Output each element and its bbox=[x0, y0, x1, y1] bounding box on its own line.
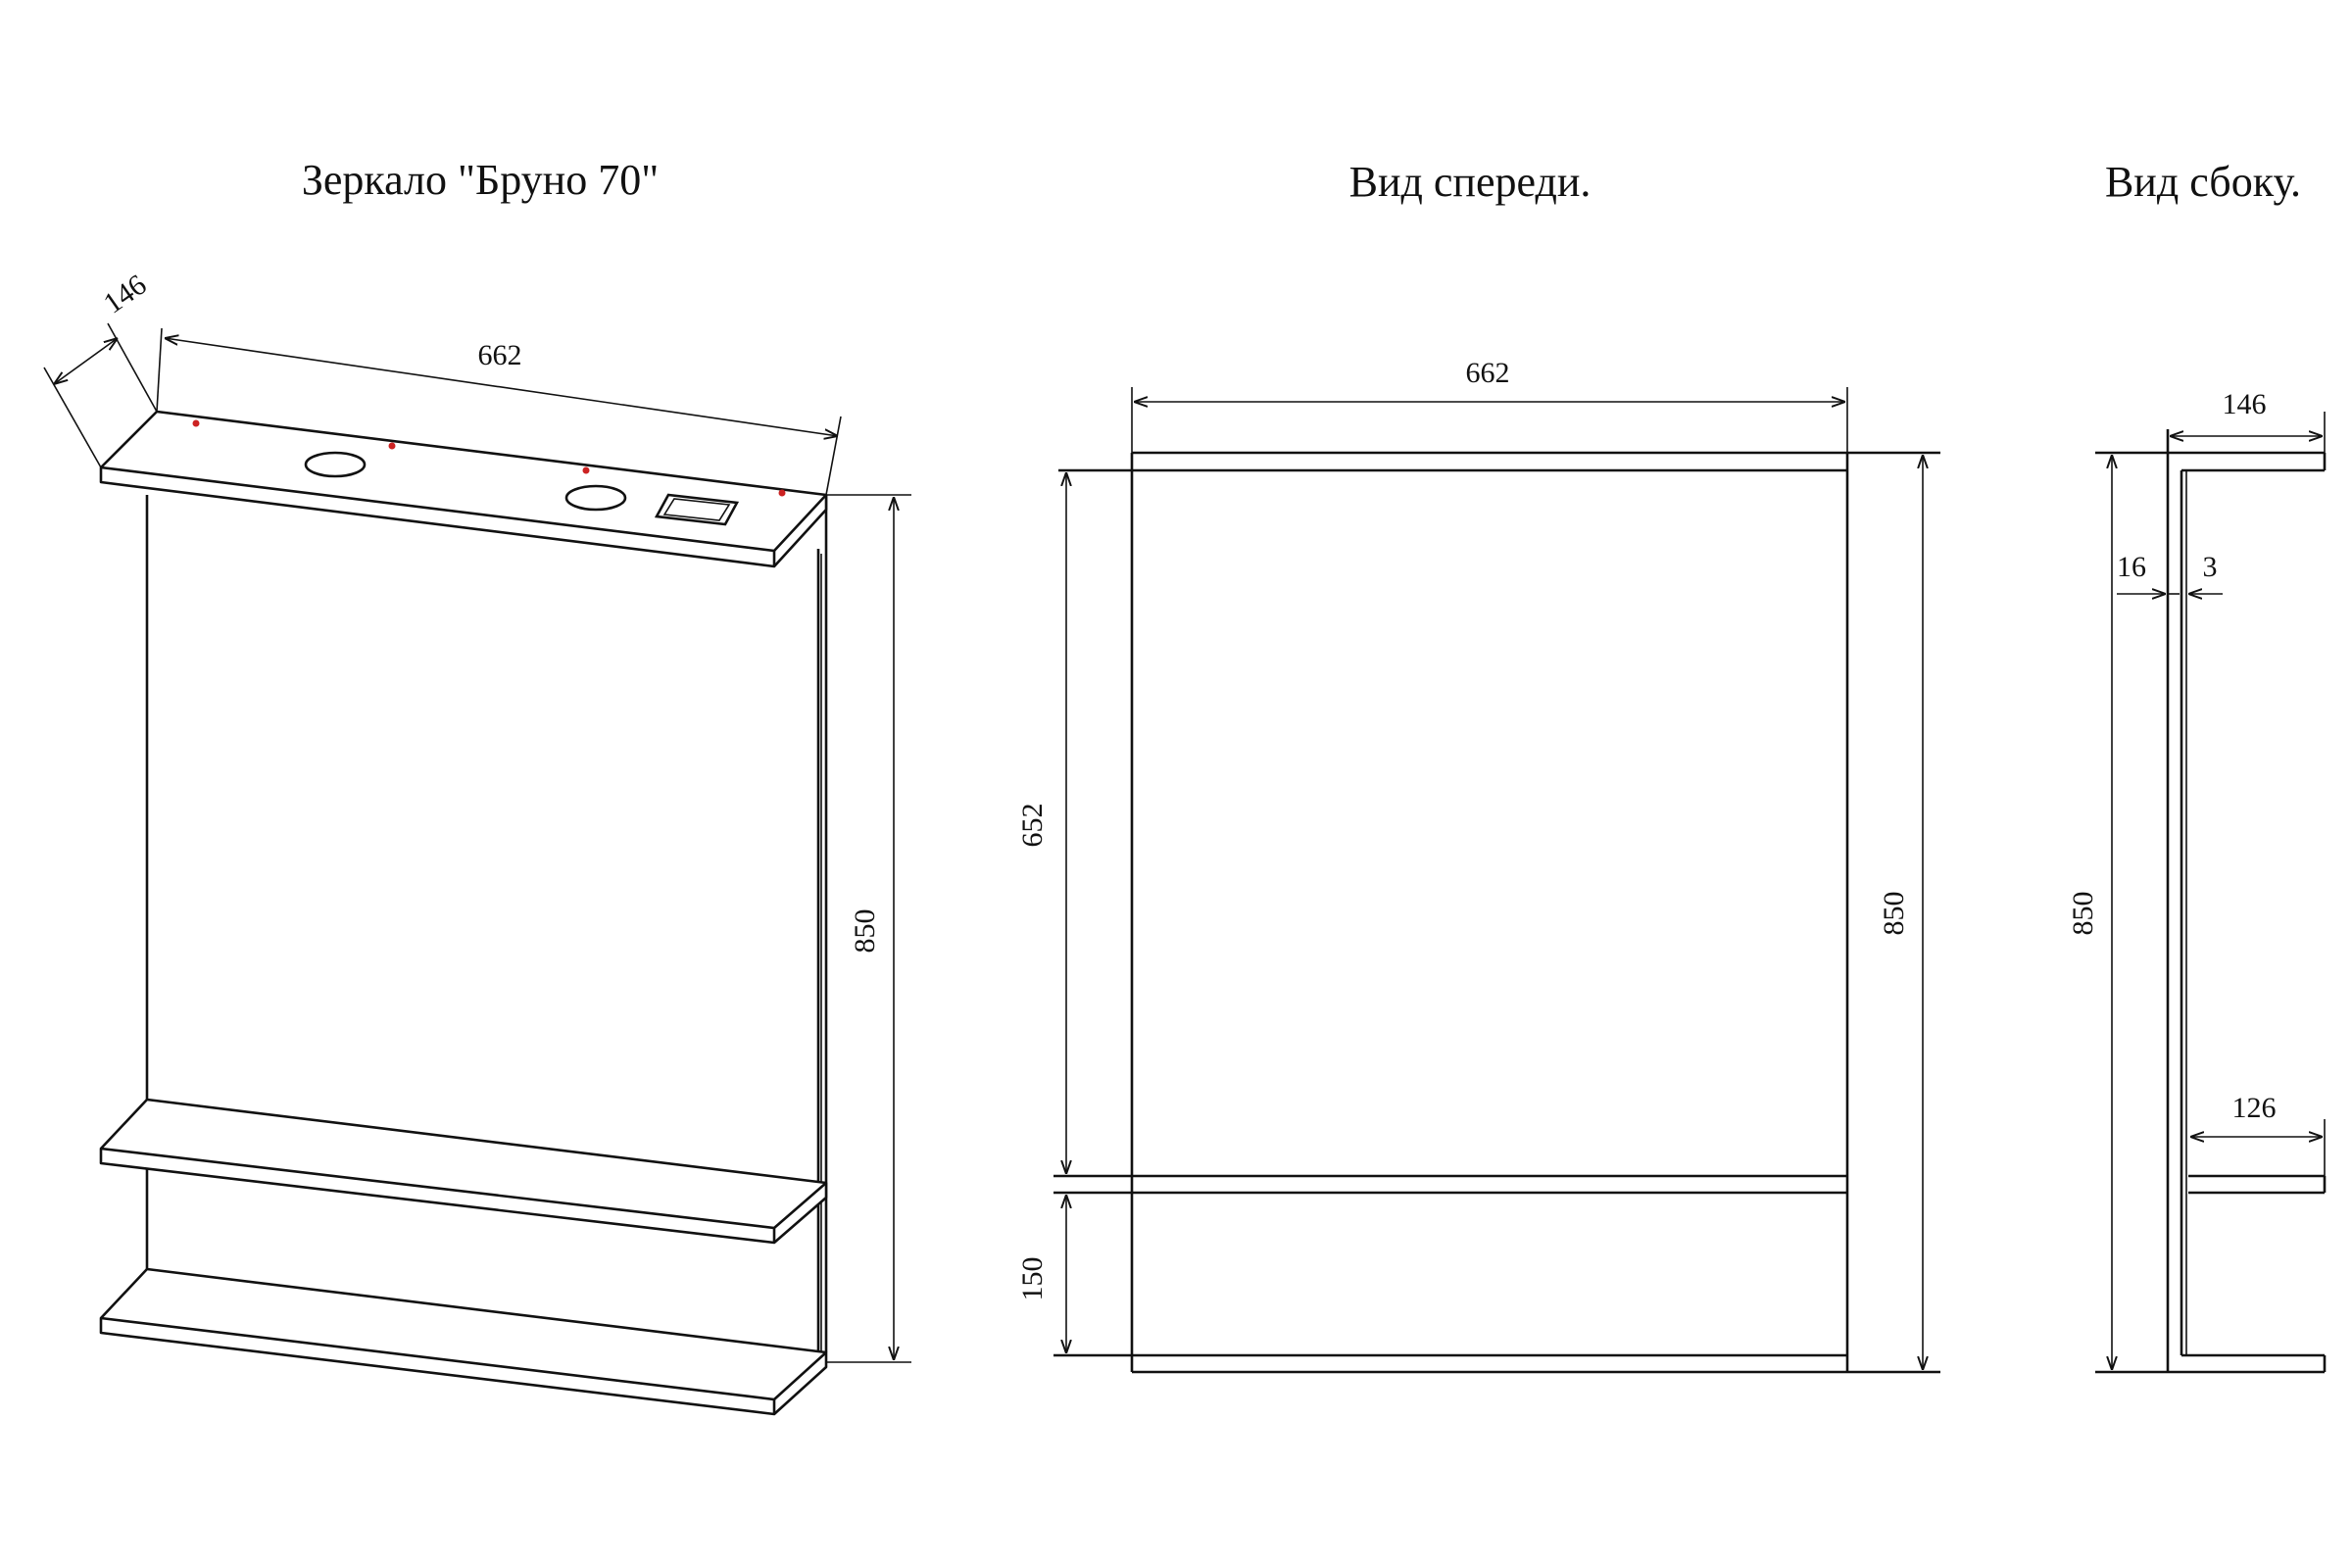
side-profile bbox=[2095, 429, 2327, 1374]
iso-back-panel bbox=[145, 495, 828, 1357]
side-panel-label: 16 bbox=[2117, 551, 2146, 583]
iso-top-shelf bbox=[99, 410, 828, 568]
side-view-title: Вид сбоку. bbox=[2105, 158, 2301, 206]
iso-width-dimension: 662 bbox=[156, 327, 842, 496]
front-height-label: 850 bbox=[1878, 892, 1910, 936]
front-view: 662 652 150 850 bbox=[1016, 357, 1940, 1374]
fastener-mark bbox=[192, 419, 200, 427]
side-depth-label: 146 bbox=[2223, 388, 2267, 420]
front-height-dimension: 850 bbox=[1878, 455, 1923, 1370]
front-view-title: Вид спереди. bbox=[1349, 158, 1592, 206]
side-depth-dimension: 146 bbox=[2170, 388, 2326, 453]
iso-height-label: 850 bbox=[849, 909, 881, 954]
front-bottom-gap-label: 150 bbox=[1016, 1257, 1049, 1301]
iso-rect-opening bbox=[654, 493, 740, 526]
iso-depth-label: 146 bbox=[98, 269, 153, 320]
isometric-view: 146 662 850 bbox=[43, 269, 911, 1416]
side-view: 146 16 3 850 126 bbox=[2067, 388, 2327, 1374]
front-width-dimension: 662 bbox=[1131, 357, 1848, 453]
iso-height-dimension: 850 bbox=[826, 494, 911, 1363]
iso-round-opening bbox=[304, 451, 367, 478]
side-thickness-dimension: 16 3 bbox=[2117, 551, 2223, 594]
fastener-mark bbox=[778, 489, 786, 497]
iso-view-title: Зеркало "Бруно 70" bbox=[302, 156, 659, 204]
side-shelf-label: 126 bbox=[2232, 1092, 2277, 1124]
side-height-dimension: 850 bbox=[2067, 455, 2112, 1370]
front-bottom-gap-dimension: 150 bbox=[1016, 1195, 1066, 1353]
iso-width-label: 662 bbox=[478, 339, 522, 371]
front-width-label: 662 bbox=[1466, 357, 1510, 389]
front-mirror-height-label: 652 bbox=[1016, 804, 1049, 848]
iso-bottom-shelf bbox=[99, 1267, 828, 1416]
front-mirror-height-dimension: 652 bbox=[1016, 472, 1066, 1174]
front-frame bbox=[1054, 451, 1940, 1374]
side-shelf-dimension: 126 bbox=[2190, 1092, 2326, 1176]
iso-round-opening bbox=[564, 484, 627, 512]
iso-middle-shelf bbox=[99, 1098, 828, 1245]
fastener-mark bbox=[388, 442, 396, 450]
side-height-label: 850 bbox=[2067, 892, 2099, 936]
fastener-mark bbox=[582, 466, 590, 474]
side-mirror-label: 3 bbox=[2203, 551, 2218, 583]
